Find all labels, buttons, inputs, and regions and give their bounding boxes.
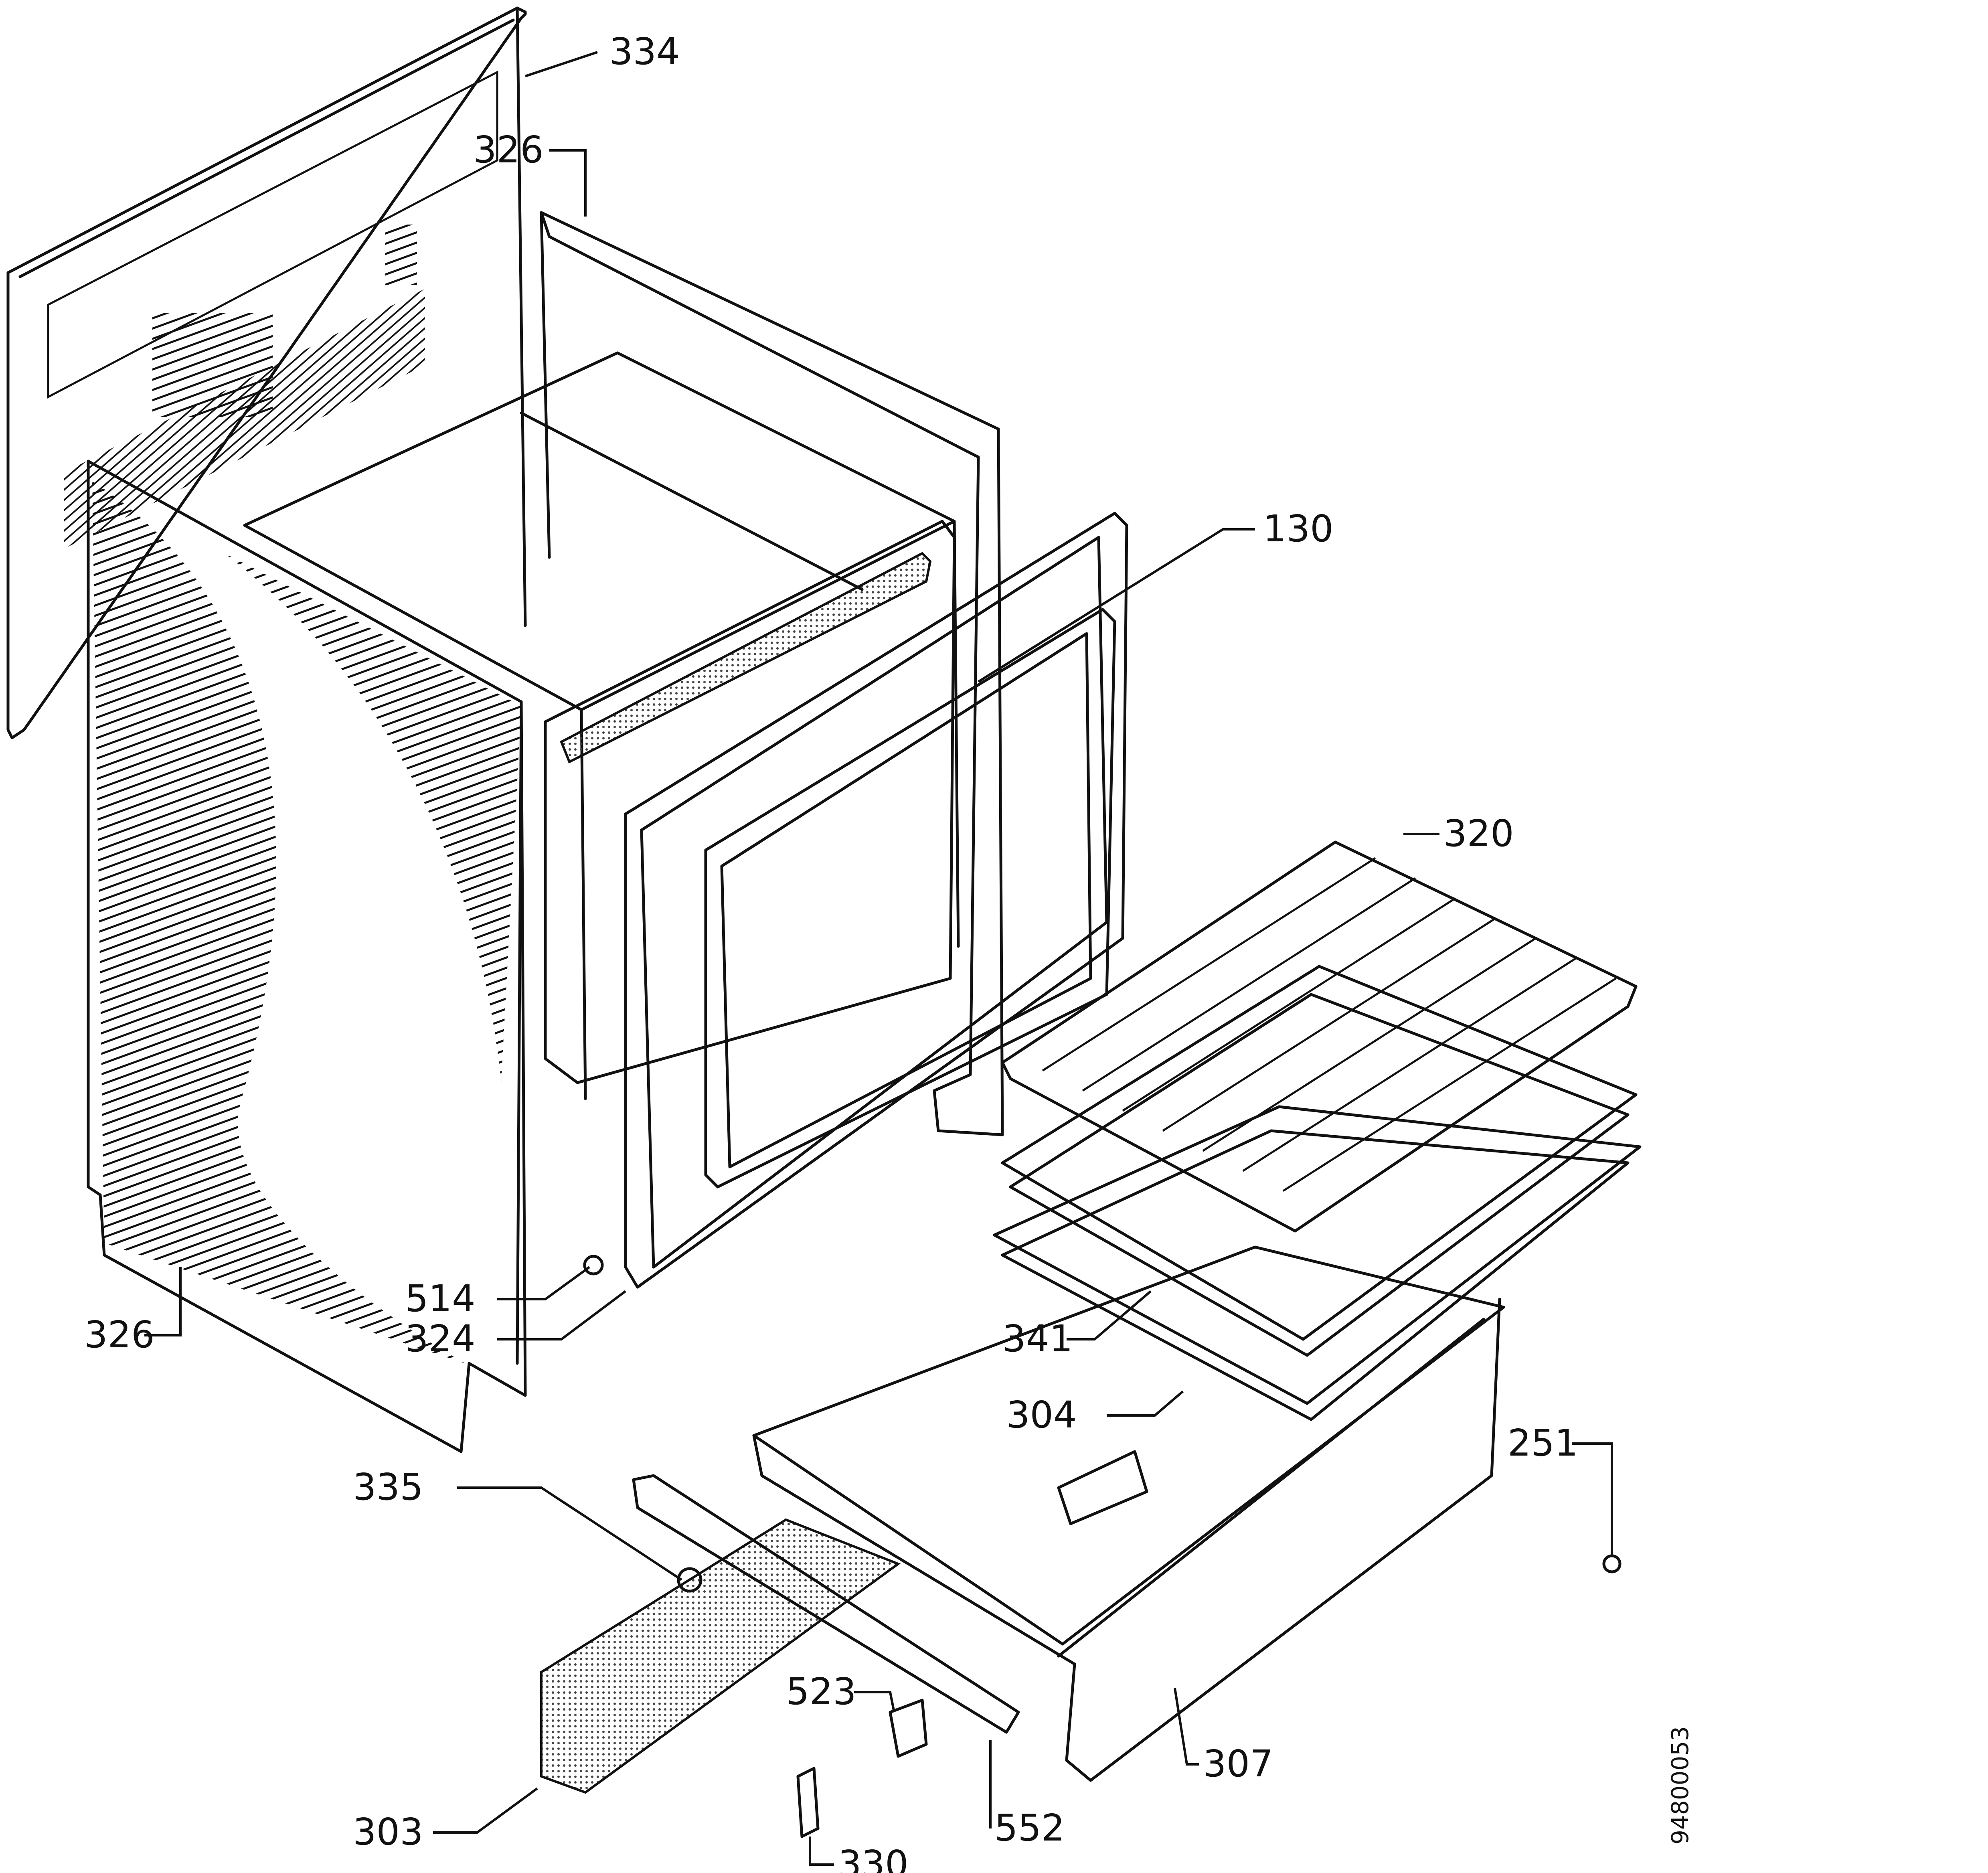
callout-307: 307 (1203, 1742, 1273, 1785)
callout-304: 304 (1006, 1393, 1077, 1436)
right-side-panel (540, 211, 1004, 1136)
callout-labels: 334 326 130 320 326 514 324 341 304 251 … (84, 30, 1578, 1873)
callout-251: 251 (1508, 1421, 1578, 1464)
left-side-panel (87, 460, 604, 1453)
kick-plate (540, 1518, 901, 1794)
vent-slots (64, 225, 425, 549)
hardware-parts (677, 1554, 1622, 1838)
wire-grid-shelf (1001, 840, 1638, 1233)
drawing-number: 94800053 (1666, 1726, 1694, 1845)
callout-334: 334 (609, 30, 680, 73)
front-rail (632, 1474, 1020, 1734)
oven-door-frame (544, 512, 1128, 1289)
callout-341: 341 (1002, 1317, 1073, 1360)
callout-514: 514 (405, 1277, 476, 1320)
callout-320: 320 (1443, 812, 1514, 855)
callout-330: 330 (838, 1843, 909, 1873)
callout-324: 324 (405, 1317, 476, 1360)
baking-trays (993, 965, 1642, 1421)
callout-326-top: 326 (473, 128, 544, 171)
leader-lines (144, 51, 1613, 1866)
back-panel (6, 6, 527, 739)
callout-303: 303 (353, 1810, 423, 1853)
callout-130: 130 (1263, 507, 1334, 550)
callout-335: 335 (353, 1466, 423, 1509)
callout-552: 552 (994, 1806, 1065, 1849)
base-tray (752, 1245, 1505, 1782)
callout-523: 523 (786, 1670, 856, 1713)
callout-326-left: 326 (84, 1313, 155, 1356)
